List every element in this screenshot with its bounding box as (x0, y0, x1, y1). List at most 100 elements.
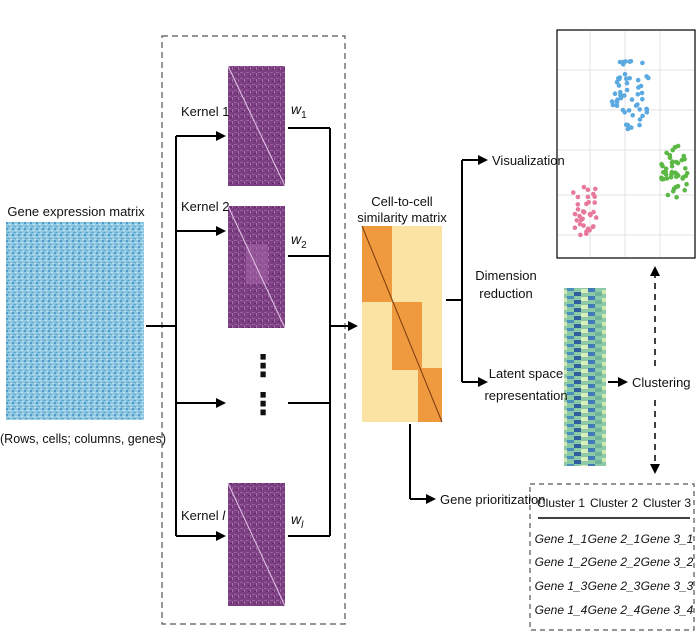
scatter-point (625, 122, 631, 128)
scatter-point (614, 103, 620, 108)
scatter-point (591, 209, 596, 215)
scatter-point (581, 223, 586, 228)
cluster-header: Cluster 1 (536, 496, 586, 510)
latent-space-heatmap (564, 288, 606, 466)
scatter-point (627, 75, 632, 81)
scatter-point (672, 170, 678, 175)
kernel-1-label: Kernel 1 (181, 104, 230, 119)
gene-cell: Gene 1_3 (534, 579, 588, 593)
scatter-point (644, 109, 650, 115)
scatter-point (580, 216, 585, 222)
scatter-point (669, 172, 674, 178)
scatter-point (574, 218, 580, 223)
cluster-table: Cluster 1 Cluster 2 Cluster 3 Gene 1_1 G… (530, 484, 694, 630)
scatter-point (633, 103, 639, 108)
scatter-point (680, 175, 686, 180)
cluster-header: Cluster 3 (642, 496, 692, 510)
scatter-point (624, 80, 630, 86)
scatter-point (609, 99, 615, 104)
scatter-point (674, 159, 679, 165)
gene-cell: Gene 2_2 (587, 555, 641, 569)
scatter-point (635, 92, 641, 97)
scatter-point (617, 59, 623, 65)
scatter-point (644, 74, 649, 79)
scatter-point (585, 187, 591, 193)
scatter-point (580, 209, 586, 214)
scatter-point (616, 83, 622, 88)
scatter-point (584, 201, 589, 207)
scatter-point (640, 113, 645, 119)
scatter-point (670, 159, 675, 164)
scatter-point (669, 163, 675, 169)
input-caption: (Rows, cells; columns, genes) (0, 432, 167, 446)
scatter-point (671, 186, 677, 191)
scatter-point (665, 192, 671, 198)
gene-cell: Gene 3_2 (640, 555, 694, 569)
scatter-point (612, 91, 618, 96)
scatter-point (577, 221, 583, 227)
scatter-point (622, 71, 628, 77)
scatter-point (571, 190, 576, 195)
scatter-point (682, 187, 687, 193)
similarity-title-2: similarity matrix (357, 210, 447, 225)
scatter-point (615, 97, 620, 102)
scatter-point (572, 225, 578, 230)
similarity-title-1: Cell-to-cell (371, 194, 433, 209)
scatter-point (629, 97, 635, 102)
scatter-point (622, 93, 627, 98)
gene-prioritization-label: Gene prioritization (440, 492, 546, 507)
gene-cell: Gene 2_3 (587, 579, 641, 593)
scatter-point (630, 113, 635, 118)
kernel-matrix-l (227, 482, 286, 607)
gene-cell: Gene 1_2 (534, 555, 588, 569)
scatter-point (584, 229, 589, 234)
gene-cell: Gene 2_1 (587, 532, 641, 546)
scatter-point (623, 59, 628, 64)
kernel-ellipsis: ⋮ (248, 350, 278, 383)
scatter-point (592, 200, 597, 205)
weight-1: w1 (291, 101, 307, 121)
scatter-point (684, 181, 689, 187)
scatter-point (590, 224, 596, 230)
scatter-point (575, 202, 581, 207)
scatter-point (675, 173, 681, 178)
scatter-point (618, 93, 623, 98)
scatter-point (635, 77, 641, 83)
scatter-point (679, 157, 685, 163)
scatter-point (624, 76, 629, 81)
clustering-label: Clustering (632, 375, 691, 390)
scatter-point (637, 122, 642, 128)
scatter-point (618, 89, 623, 95)
cluster-table-box (529, 483, 695, 631)
input-title: Gene expression matrix (7, 204, 145, 219)
kernel-matrix-2 (227, 205, 286, 329)
scatter-point (581, 184, 587, 190)
scatter-point (640, 96, 645, 102)
scatter-point (593, 215, 599, 220)
weight-l: wl (291, 511, 304, 531)
gene-cell: Gene 3_4 (640, 603, 694, 617)
visualization-scatter (556, 29, 696, 259)
scatter-point (637, 107, 642, 112)
similarity-matrix (361, 225, 443, 423)
scatter-point (626, 108, 632, 113)
scatter-point (637, 117, 643, 122)
scatter-point (622, 110, 627, 115)
scatter-point (659, 175, 664, 181)
scatter-point (588, 212, 593, 218)
scatter-point (663, 169, 668, 174)
gene-cell: Gene 2_4 (587, 603, 641, 617)
scatter-point (667, 155, 673, 160)
latent-label-1: Latent space (488, 366, 564, 381)
kernel-2-label: Kernel 2 (181, 199, 230, 214)
scatter-point (664, 150, 669, 156)
kernel-ellipsis-2: ⋮ (248, 388, 278, 421)
weight-2: w2 (291, 231, 307, 251)
scatter-point (674, 195, 679, 200)
scatter-point (681, 153, 687, 159)
scatter-point (627, 59, 632, 64)
scatter-point (638, 83, 644, 89)
scatter-point (659, 161, 664, 167)
scatter-point (675, 183, 681, 189)
dimension-reduction-label-2: reduction (479, 286, 533, 301)
